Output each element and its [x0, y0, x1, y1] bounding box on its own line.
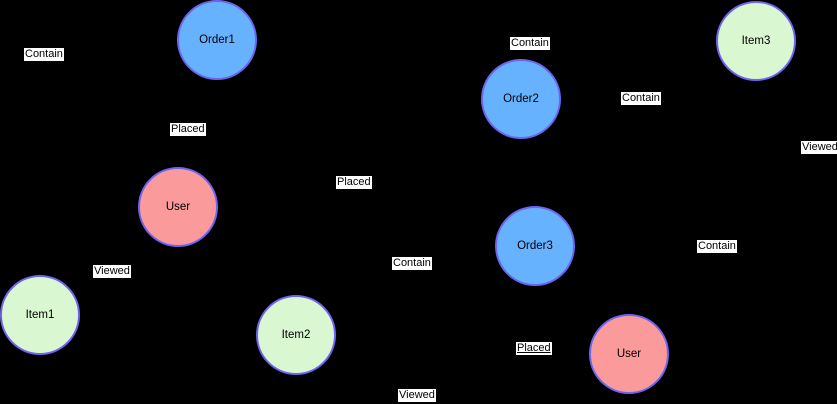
- node-label: User: [616, 348, 642, 360]
- node-order2[interactable]: Order2: [481, 59, 561, 139]
- edge-label-placed[interactable]: Placed: [170, 123, 206, 136]
- node-item1[interactable]: Item1: [0, 275, 80, 355]
- node-item3[interactable]: Item3: [716, 1, 796, 81]
- node-user-right[interactable]: User: [589, 314, 669, 394]
- edge-label-contain[interactable]: Contain: [621, 92, 661, 105]
- node-label: Item2: [281, 329, 311, 341]
- edge-label-contain[interactable]: Contain: [24, 48, 64, 61]
- node-label: Item1: [25, 309, 55, 321]
- node-label: Order1: [199, 34, 235, 46]
- node-label: User: [165, 201, 191, 213]
- edge-label-placed[interactable]: Placed: [336, 176, 372, 189]
- edge-label-viewed[interactable]: Viewed: [398, 389, 436, 402]
- node-order3[interactable]: Order3: [495, 206, 575, 286]
- node-item2[interactable]: Item2: [256, 295, 336, 375]
- node-label: Order3: [517, 240, 553, 252]
- node-label: Item3: [741, 35, 771, 47]
- edge-label-contain[interactable]: Contain: [510, 37, 550, 50]
- edge-label-viewed[interactable]: Viewed: [93, 265, 131, 278]
- edge-label-contain[interactable]: Contain: [392, 257, 432, 270]
- edge-label-viewed[interactable]: Viewed: [801, 141, 837, 154]
- node-user-left[interactable]: User: [138, 167, 218, 247]
- edge-label-contain[interactable]: Contain: [697, 240, 737, 253]
- node-order1[interactable]: Order1: [177, 0, 257, 80]
- edge-label-placed[interactable]: Placed: [516, 342, 552, 355]
- node-label: Order2: [503, 93, 539, 105]
